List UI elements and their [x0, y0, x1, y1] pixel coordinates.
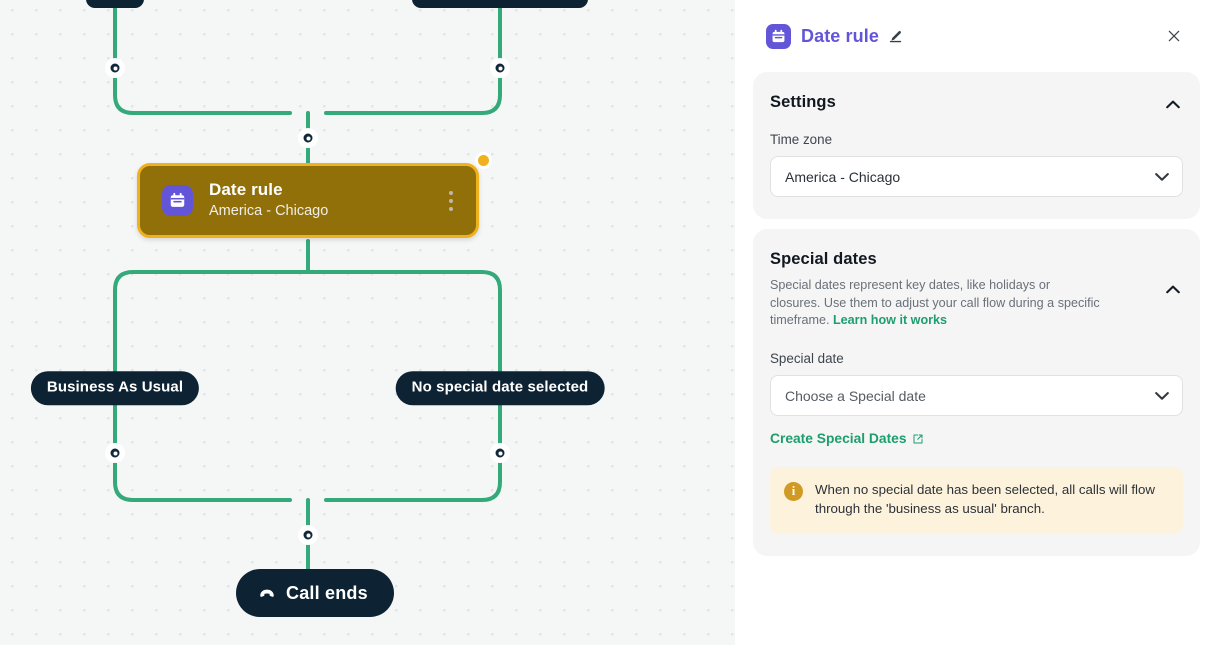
create-special-dates-link[interactable]: Create Special Dates — [770, 431, 924, 446]
phone-hangup-icon — [258, 584, 276, 602]
settings-card: Settings Time zone America - Chicago — [753, 72, 1200, 220]
branch-label-business-as-usual[interactable]: Business As Usual — [30, 371, 200, 405]
node-subtitle: America - Chicago — [209, 203, 329, 220]
external-link-icon — [912, 433, 924, 445]
upstream-node-stub-left[interactable] — [86, 0, 144, 8]
special-dates-description-text: Special dates represent key dates, like … — [770, 277, 1100, 328]
upstream-node-stub-right[interactable] — [412, 0, 588, 8]
timezone-value: America - Chicago — [785, 168, 901, 185]
calendar-icon — [766, 23, 791, 49]
timezone-label: Time zone — [770, 132, 833, 147]
info-icon: i — [784, 482, 803, 502]
panel-title: Date rule — [801, 25, 879, 46]
special-dates-title-block: Special dates Special dates represent ke… — [770, 249, 1163, 330]
chevron-down-icon — [1155, 172, 1169, 181]
special-date-select[interactable]: Choose a Special date — [770, 375, 1183, 417]
create-special-dates-label: Create Special Dates — [770, 431, 907, 447]
special-date-label: Special date — [770, 351, 844, 367]
special-dates-description: Special dates represent key dates, like … — [770, 277, 1100, 331]
flow-node-call-ends[interactable]: Call ends — [236, 569, 394, 617]
settings-title: Settings — [770, 93, 836, 111]
connector-dot-merge[interactable] — [299, 526, 317, 544]
timezone-select[interactable]: America - Chicago — [770, 156, 1183, 198]
pencil-icon[interactable] — [888, 29, 903, 44]
chevron-up-icon[interactable] — [1163, 94, 1183, 114]
timezone-field: Time zone America - Chicago — [770, 132, 1183, 198]
calendar-icon — [162, 185, 193, 216]
flow-node-date-rule[interactable]: Date rule America - Chicago — [137, 152, 492, 238]
node-title: Date rule — [209, 180, 283, 200]
settings-card-header: Settings — [770, 92, 1183, 114]
connector-dot-top-right[interactable] — [491, 59, 509, 77]
output-handle-dot[interactable] — [475, 152, 492, 169]
node-text-block: Date rule America - Chicago — [209, 179, 440, 222]
settings-title-block: Settings — [770, 92, 1163, 113]
special-dates-card-header: Special dates Special dates represent ke… — [770, 249, 1183, 330]
branch-label-no-special-date[interactable]: No special date selected — [395, 371, 605, 405]
special-dates-title: Special dates — [770, 250, 877, 269]
connector-dot-top-left[interactable] — [106, 59, 124, 77]
special-date-value: Choose a Special date — [785, 387, 926, 404]
connector-dot-branch-right[interactable] — [491, 444, 509, 462]
no-special-date-notice: i When no special date has been selected… — [770, 467, 1183, 535]
learn-how-it-works-link[interactable]: Learn how it works — [832, 313, 948, 328]
close-icon[interactable] — [1161, 23, 1187, 49]
connector-dot-branch-left[interactable] — [106, 444, 124, 462]
notice-text: When no special date has been selected, … — [815, 482, 1155, 517]
chevron-up-icon[interactable] — [1163, 280, 1183, 300]
chevron-down-icon — [1155, 391, 1169, 400]
panel-header: Date rule — [753, 0, 1200, 72]
flow-canvas[interactable]: Business As Usual No special date select… — [0, 0, 735, 645]
special-dates-card: Special dates Special dates represent ke… — [753, 229, 1200, 557]
connector-dot-node-input[interactable] — [299, 129, 317, 147]
more-vertical-icon[interactable] — [440, 188, 462, 214]
flow-edges — [113, 6, 502, 574]
special-date-field: Special date Choose a Special date — [770, 351, 1183, 417]
details-panel: Date rule Settings — [735, 0, 1218, 645]
call-ends-label: Call ends — [286, 582, 368, 603]
